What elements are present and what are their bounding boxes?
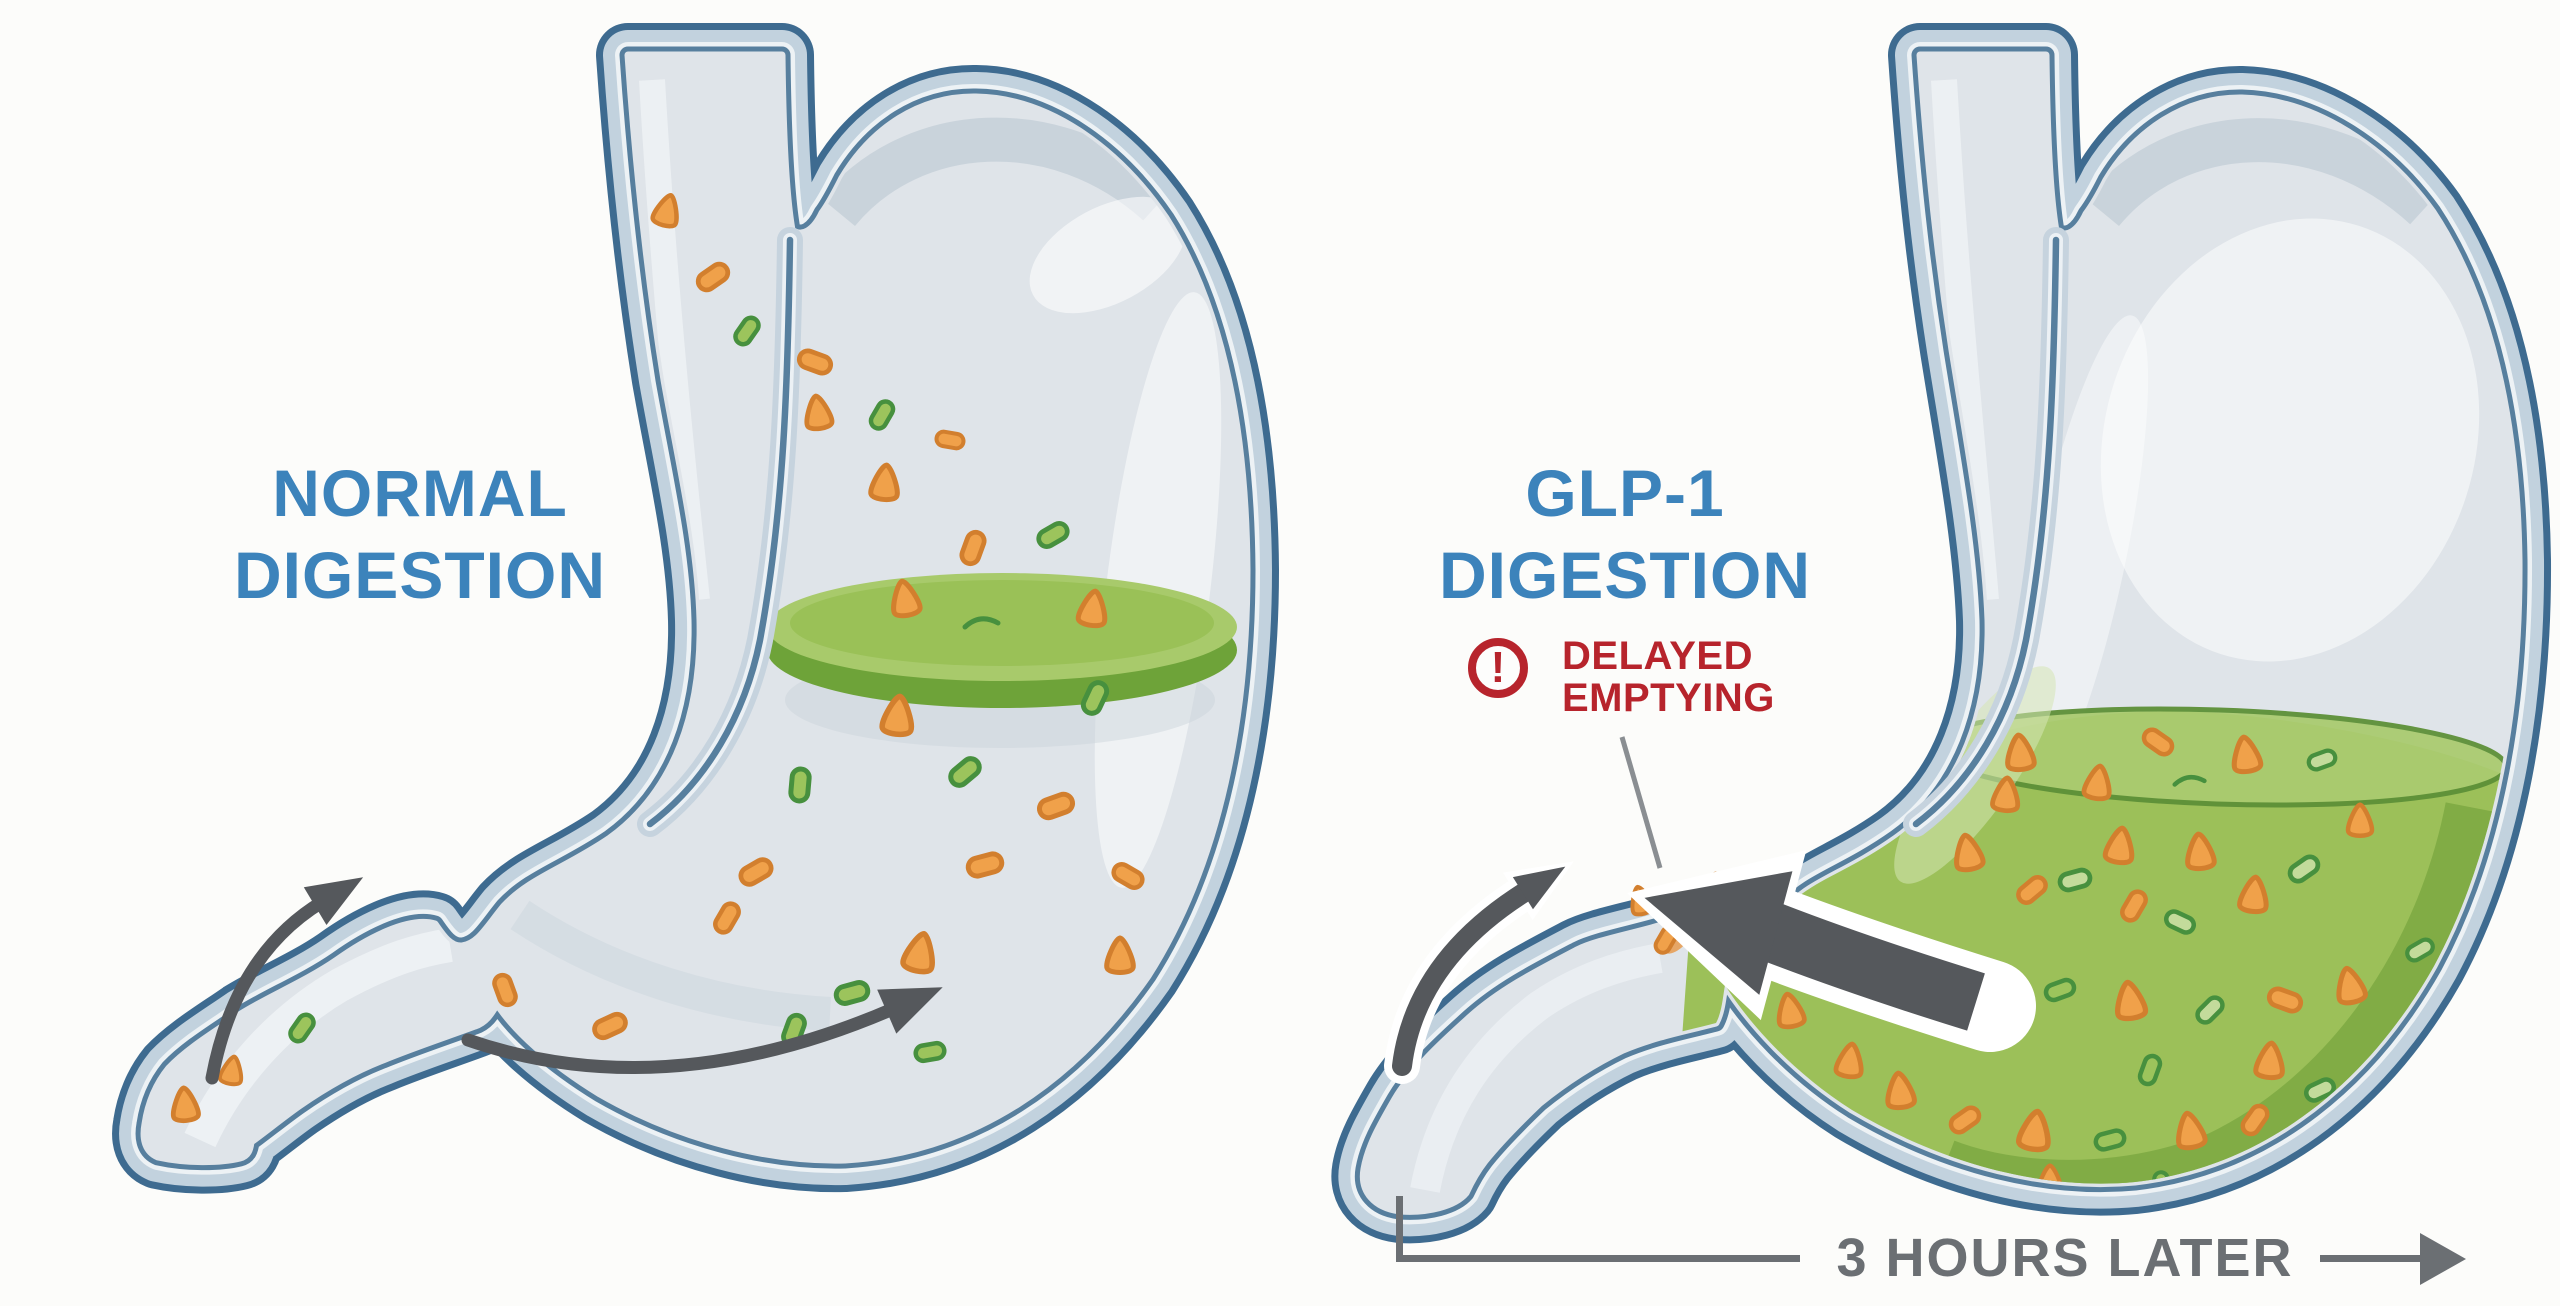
- food-particle-green-capsule: [1080, 680, 1110, 716]
- blocked-flow-arrow-icon: [1627, 850, 2036, 1052]
- food-particle-orange-capsule: [796, 348, 834, 376]
- food-particle-orange-capsule: [1111, 862, 1145, 890]
- delayed-emptying-pointer-line: [1619, 736, 1663, 869]
- food-particle-green-capsule: [2057, 867, 2093, 893]
- food-particle-orange-triangle: [2176, 1110, 2208, 1151]
- left-food-particles: [170, 192, 1145, 1124]
- food-particle-orange-triangle: [2005, 732, 2037, 773]
- food-particle-green-capsule: [948, 756, 982, 788]
- food-particle-orange-triangle: [2231, 734, 2264, 775]
- food-particle-orange-triangle: [2253, 1040, 2285, 1081]
- food-particle-orange-triangle: [1104, 935, 1136, 975]
- food-particle-green-capsule: [868, 399, 896, 431]
- right-title-line2: DIGESTION: [1438, 538, 1812, 612]
- food-particle-green-squiggle: [2172, 774, 2207, 787]
- right-title-line1: GLP-1: [1525, 456, 1725, 530]
- food-particle-green-capsule: [288, 1012, 316, 1044]
- food-particle-orange-triangle: [900, 930, 935, 975]
- warning-text-line1: DELAYED: [1562, 634, 1753, 678]
- food-particle-orange-triangle: [170, 1085, 201, 1124]
- food-particle-orange-capsule: [1036, 791, 1076, 821]
- food-particle-orange-triangle: [2185, 831, 2217, 872]
- food-particle-orange-triangle: [2237, 874, 2269, 915]
- normal-stomach-figure: [144, 55, 1247, 1162]
- food-particle-green-capsule: [1036, 520, 1070, 550]
- food-particle-green-squiggle: [962, 616, 1001, 630]
- food-particle-green-capsule: [833, 980, 871, 1006]
- food-particle-orange-triangle: [2081, 763, 2112, 802]
- food-particle-orange-capsule: [713, 901, 741, 935]
- food-particle-orange-triangle: [879, 693, 915, 738]
- food-particle-orange-capsule: [934, 429, 966, 451]
- food-particle-orange-triangle: [2016, 1108, 2051, 1153]
- food-particle-orange-triangle: [1990, 775, 2021, 814]
- food-particle-orange-triangle: [217, 1054, 244, 1087]
- food-particle-orange-triangle: [1776, 991, 1807, 1030]
- food-particle-orange-triangle: [868, 462, 900, 503]
- duodenum-flow-arrow-icon: [205, 877, 364, 1085]
- food-particle-green-capsule: [2405, 937, 2435, 963]
- food-particle-orange-triangle: [1954, 832, 1986, 873]
- food-particle-green-capsule: [2043, 977, 2077, 1003]
- timeline-line-left: [1396, 1255, 1800, 1262]
- food-particle-green-capsule: [2195, 995, 2225, 1025]
- glp1-stomach-figure: [1363, 55, 2545, 1280]
- food-particle-orange-capsule: [492, 972, 518, 1008]
- food-particle-orange-capsule: [738, 857, 774, 887]
- left-panel-title: NORMAL DIGESTION: [160, 452, 680, 616]
- food-particle-orange-triangle: [650, 192, 679, 229]
- timeline-line-right: [2320, 1255, 2420, 1262]
- left-title-line1: NORMAL: [272, 456, 568, 530]
- food-particle-green-capsule: [2137, 1053, 2163, 1087]
- right-food-particles: [1744, 727, 2435, 1200]
- food-particle-orange-triangle: [2345, 802, 2375, 838]
- food-particle-orange-capsule: [959, 529, 987, 567]
- timeline-start-tick: [1396, 1196, 1403, 1262]
- food-particle-green-capsule: [733, 315, 761, 347]
- timeline-arrow-icon: [2420, 1233, 2466, 1285]
- warning-icon-glyph: !: [1490, 643, 1506, 692]
- warning-icon: !: [1468, 638, 1528, 698]
- food-particle-green-capsule: [913, 1040, 947, 1064]
- food-particle-green-capsule: [2163, 909, 2197, 935]
- food-particle-green-capsule: [2303, 1077, 2337, 1103]
- left-title-line2: DIGESTION: [233, 538, 607, 612]
- food-particle-green-capsule: [2093, 1128, 2127, 1152]
- food-particle-orange-capsule: [695, 261, 731, 293]
- food-particle-orange-triangle: [891, 578, 923, 619]
- food-particle-orange-triangle: [1833, 1041, 1864, 1080]
- food-particle-green-capsule: [2306, 748, 2338, 772]
- food-particle-orange-capsule: [965, 851, 1005, 879]
- food-particle-orange-capsule: [592, 1011, 628, 1041]
- right-panel-title: GLP-1 DIGESTION: [1365, 452, 1885, 616]
- food-particle-orange-triangle: [1075, 588, 1108, 629]
- timeline-label: 3 HOURS LATER: [1836, 1228, 2294, 1288]
- food-particle-orange-triangle: [804, 393, 835, 432]
- chyme-layer: [767, 573, 1237, 748]
- duodenum-flow-arrow-icon: [1384, 861, 1574, 1084]
- food-particle-green-capsule: [2287, 854, 2321, 884]
- food-particle-orange-triangle: [2115, 979, 2149, 1022]
- food-particle-orange-capsule: [2141, 727, 2175, 757]
- food-particle-orange-triangle: [1885, 1070, 1917, 1111]
- food-particle-green-capsule: [788, 766, 812, 804]
- food-particle-orange-capsule: [2240, 1103, 2270, 1137]
- food-particle-orange-capsule: [2120, 889, 2148, 923]
- food-particle-orange-capsule: [1948, 1105, 1982, 1135]
- stomach-flow-arrow-icon: [461, 987, 943, 1075]
- food-particle-orange-triangle: [2102, 825, 2135, 866]
- food-particle-orange-capsule: [2266, 986, 2304, 1014]
- food-particle-orange-triangle: [2336, 965, 2368, 1006]
- food-particle-orange-capsule: [2016, 875, 2048, 905]
- warning-text-line2: EMPTYING: [1562, 676, 1775, 720]
